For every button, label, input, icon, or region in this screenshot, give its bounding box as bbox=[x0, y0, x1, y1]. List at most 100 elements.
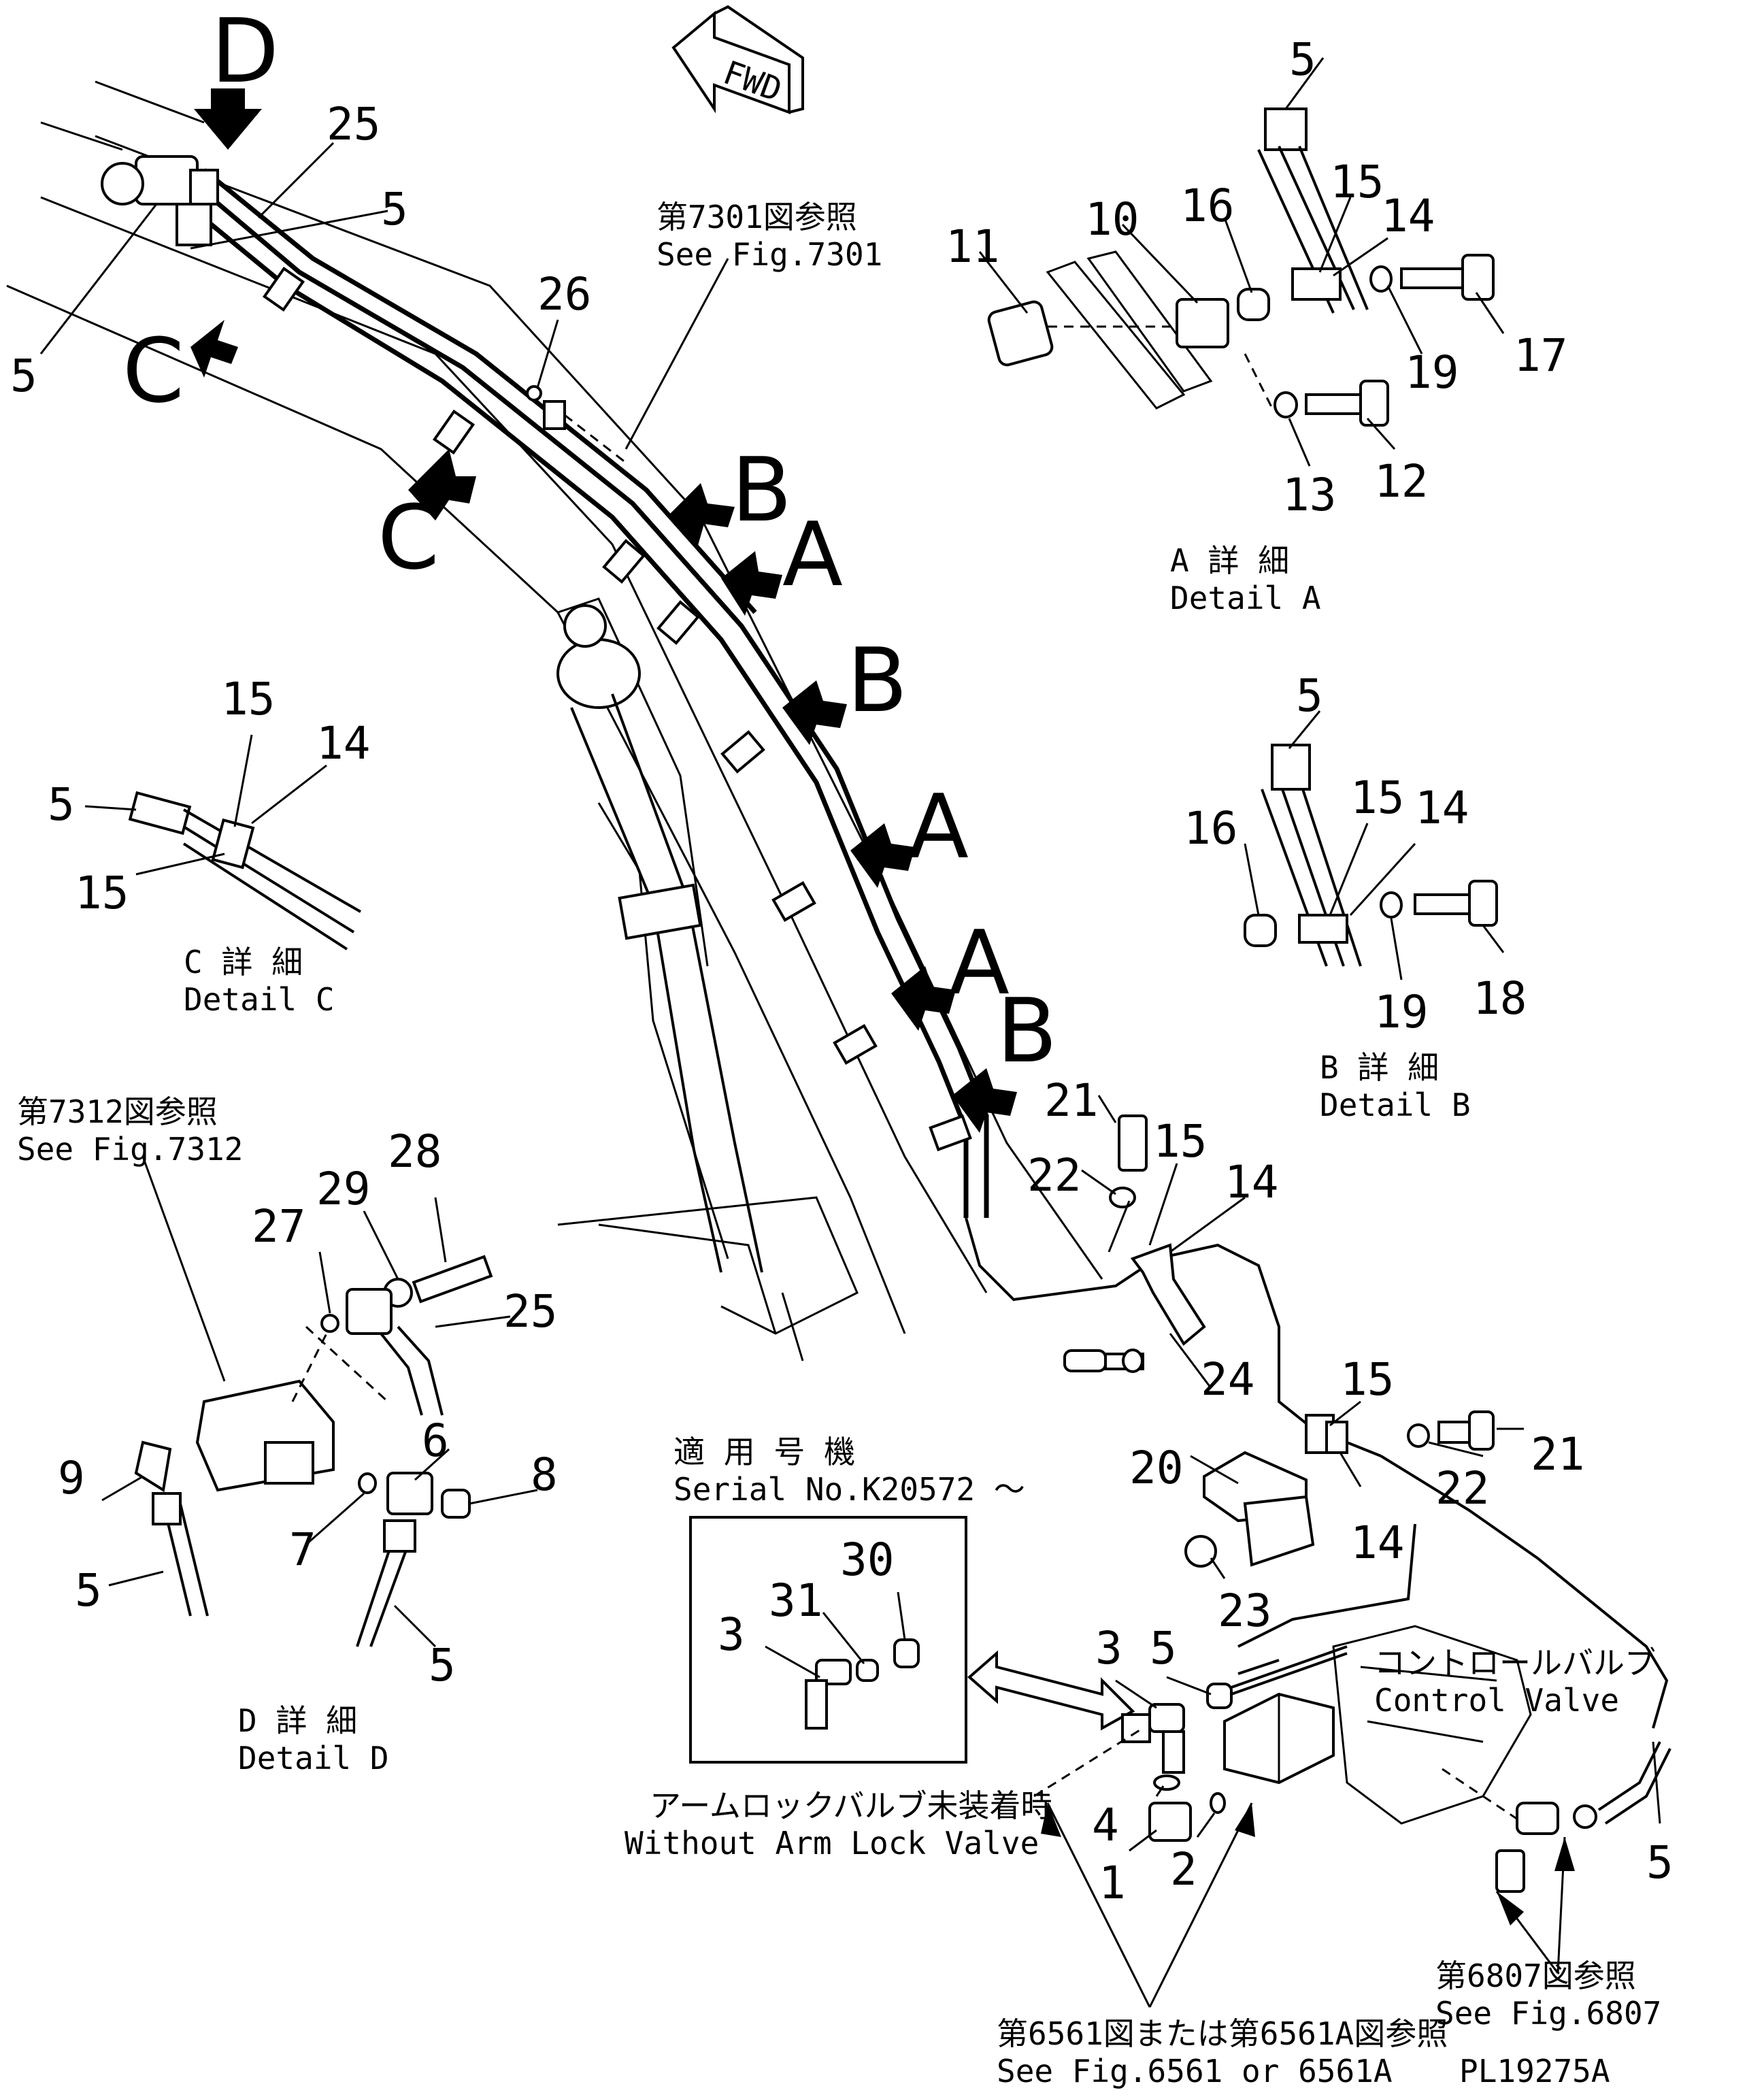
view-arrow-d-icon bbox=[194, 88, 262, 150]
label-15-detail-c-bottom: 15 bbox=[75, 867, 129, 919]
label-5-detail-b: 5 bbox=[1296, 670, 1323, 722]
fwd-arrow-icon: FWD bbox=[671, 5, 804, 114]
caption-control-valve-jp: コントロールバルブ bbox=[1374, 1645, 1656, 1681]
label-5-left: 5 bbox=[10, 350, 37, 402]
label-5-detail-d-right: 5 bbox=[429, 1639, 456, 1691]
caption-fig6807-en: See Fig.6807 bbox=[1435, 1995, 1661, 2032]
detail-a-drawing bbox=[978, 57, 1505, 467]
caption-fig6561-jp: 第6561図または第6561A図参照 bbox=[997, 2015, 1448, 2052]
view-letter-c1: C bbox=[122, 319, 184, 423]
label-29: 29 bbox=[316, 1163, 370, 1215]
caption-no-lock-en: Without Arm Lock Valve bbox=[625, 1825, 1039, 1862]
label-14-detail-c: 14 bbox=[316, 717, 370, 770]
view-letter-b2: B bbox=[847, 629, 908, 732]
caption-serial-en: Serial No.K20572 ～ bbox=[673, 1471, 1025, 1508]
view-arrows bbox=[190, 88, 1017, 1133]
label-24: 24 bbox=[1201, 1353, 1254, 1406]
label-6: 6 bbox=[422, 1415, 449, 1467]
label-7: 7 bbox=[289, 1523, 316, 1576]
label-5-top: 5 bbox=[381, 183, 408, 235]
label-3-main: 3 bbox=[1095, 1622, 1122, 1674]
reference-arrows-bottom bbox=[1041, 1802, 1575, 2008]
caption-detail-b-jp: B 詳 細 bbox=[1320, 1049, 1439, 1086]
label-5-detail-d-left: 5 bbox=[75, 1564, 102, 1617]
label-26: 26 bbox=[537, 268, 591, 320]
label-5-right: 5 bbox=[1646, 1836, 1674, 1889]
label-28: 28 bbox=[388, 1125, 442, 1178]
label-17: 17 bbox=[1514, 329, 1567, 382]
caption-detail-a-en: Detail A bbox=[1170, 580, 1321, 616]
leader-lines-top bbox=[39, 142, 729, 464]
detail-b-drawing bbox=[1244, 710, 1505, 980]
label-14-detail-b: 14 bbox=[1415, 782, 1469, 834]
boom-cylinder bbox=[556, 604, 859, 1361]
caption-control-valve-en: Control Valve bbox=[1374, 1682, 1619, 1719]
label-19-detail-b: 19 bbox=[1374, 986, 1428, 1038]
label-5-detail-a: 5 bbox=[1289, 33, 1316, 86]
label-11: 11 bbox=[946, 220, 999, 273]
view-arrow-b1-icon bbox=[670, 483, 735, 548]
label-12: 12 bbox=[1374, 455, 1428, 508]
label-31: 31 bbox=[769, 1574, 822, 1627]
view-letter-a3: A bbox=[949, 911, 1010, 1014]
plate-code: PL19275A bbox=[1459, 2053, 1610, 2089]
label-20: 20 bbox=[1129, 1442, 1183, 1494]
view-letter-b3: B bbox=[997, 979, 1057, 1082]
label-14-detail-a: 14 bbox=[1381, 190, 1435, 242]
caption-detail-d-en: Detail D bbox=[238, 1740, 389, 1776]
control-valve-assembly bbox=[1033, 1625, 1671, 1893]
label-22-b: 22 bbox=[1435, 1462, 1489, 1515]
view-letter-a1: A bbox=[782, 503, 843, 606]
label-1: 1 bbox=[1099, 1857, 1126, 1909]
view-arrow-c2-icon bbox=[408, 449, 476, 520]
serial-box bbox=[689, 1516, 967, 1764]
label-13: 13 bbox=[1282, 469, 1336, 521]
caption-detail-d-jp: D 詳 細 bbox=[238, 1702, 357, 1739]
lower-clamp-drawing bbox=[1063, 1095, 1524, 1579]
caption-detail-b-en: Detail B bbox=[1320, 1087, 1471, 1123]
caption-detail-c-en: Detail C bbox=[184, 981, 335, 1018]
view-letter-c2: C bbox=[378, 486, 439, 589]
label-15-detail-a: 15 bbox=[1330, 156, 1384, 208]
view-arrow-a3-icon bbox=[891, 966, 956, 1031]
label-21-a: 21 bbox=[1044, 1074, 1098, 1127]
caption-fig6807-jp: 第6807図参照 bbox=[1435, 1957, 1636, 1994]
label-30: 30 bbox=[840, 1534, 894, 1586]
double-arrow-icon bbox=[967, 1650, 1135, 1731]
label-27: 27 bbox=[252, 1200, 305, 1253]
label-14-main: 14 bbox=[1225, 1156, 1278, 1208]
label-19-detail-a: 19 bbox=[1405, 346, 1459, 399]
label-16-detail-b: 16 bbox=[1184, 802, 1237, 855]
caption-fig7301-jp: 第7301図参照 bbox=[656, 199, 857, 235]
label-5-control-valve: 5 bbox=[1150, 1622, 1177, 1674]
view-letter-d: D bbox=[211, 0, 279, 103]
label-4: 4 bbox=[1092, 1799, 1119, 1851]
caption-fig7312-jp: 第7312図参照 bbox=[17, 1093, 218, 1130]
label-15-detail-b: 15 bbox=[1350, 772, 1404, 824]
label-15-detail-c-top: 15 bbox=[221, 673, 275, 725]
label-16-detail-a: 16 bbox=[1180, 180, 1234, 232]
view-letter-b1: B bbox=[731, 438, 792, 542]
caption-fig7312-en: See Fig.7312 bbox=[17, 1131, 243, 1168]
caption-detail-c-jp: C 詳 細 bbox=[184, 944, 303, 980]
label-23: 23 bbox=[1218, 1585, 1271, 1637]
view-letter-a2: A bbox=[908, 775, 969, 878]
label-25-detail-d: 25 bbox=[503, 1285, 557, 1338]
label-21-b: 21 bbox=[1531, 1428, 1584, 1481]
label-8: 8 bbox=[531, 1449, 558, 1501]
caption-no-lock-jp: アームロックバルブ未装着時 bbox=[650, 1787, 1052, 1824]
label-22-a: 22 bbox=[1027, 1149, 1081, 1202]
label-2: 2 bbox=[1170, 1843, 1197, 1896]
label-14-lower: 14 bbox=[1350, 1517, 1404, 1569]
view-arrow-a1-icon bbox=[721, 551, 782, 616]
label-25-top: 25 bbox=[327, 98, 380, 150]
label-10: 10 bbox=[1085, 193, 1139, 246]
view-arrow-b2-icon bbox=[782, 680, 847, 745]
view-arrow-c1-icon bbox=[190, 320, 238, 378]
caption-fig7301-en: See Fig.7301 bbox=[656, 236, 882, 273]
label-15-main: 15 bbox=[1153, 1115, 1207, 1168]
label-3-box: 3 bbox=[718, 1608, 745, 1661]
detail-c-drawing bbox=[84, 734, 361, 951]
caption-fig6561-en: See Fig.6561 or 6561A bbox=[997, 2053, 1393, 2089]
